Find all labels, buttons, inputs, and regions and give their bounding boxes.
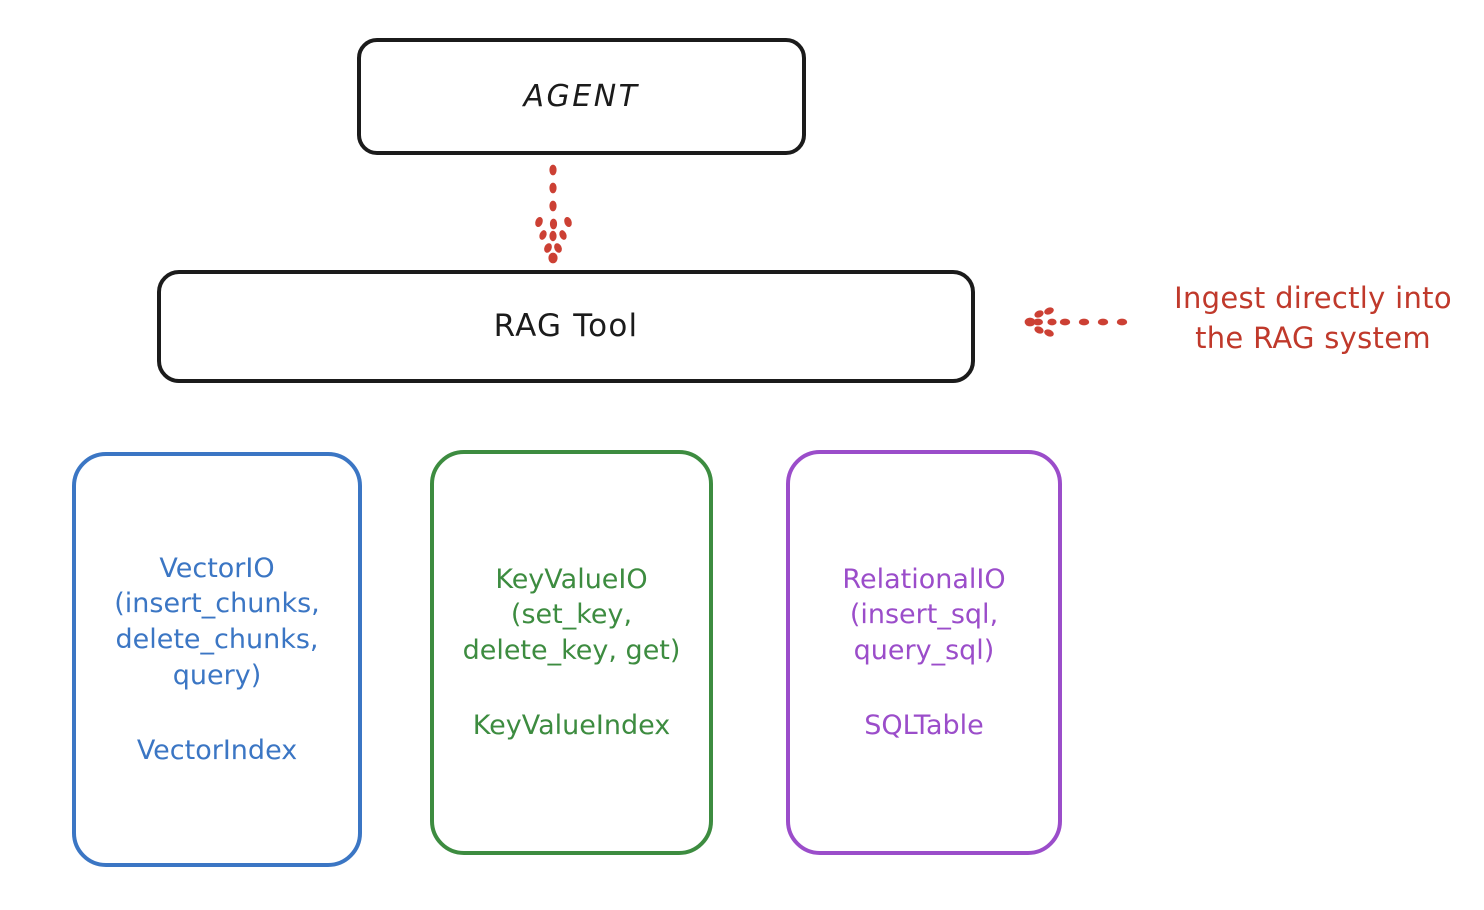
node-vector-io[interactable]: VectorIO (insert_chunks, delete_chunks, … xyxy=(72,452,362,867)
node-vector-io-api-label: VectorIO (insert_chunks, delete_chunks, … xyxy=(114,552,320,691)
node-key-value-io-index-label: KeyValueIndex xyxy=(472,710,671,742)
node-rag-tool[interactable]: RAG Tool xyxy=(157,270,975,383)
ingest-annotation-label: Ingest directly into the RAG system xyxy=(1174,281,1452,356)
node-relational-io-index-label: SQLTable xyxy=(864,710,984,742)
node-key-value-io[interactable]: KeyValueIO (set_key, delete_key, get) Ke… xyxy=(430,450,713,855)
node-rag-tool-label: RAG Tool xyxy=(493,308,639,345)
node-key-value-io-api-label: KeyValueIO (set_key, delete_key, get) xyxy=(462,563,681,666)
node-relational-io-api-label: RelationalIO (insert_sql, query_sql) xyxy=(842,563,1006,666)
node-agent[interactable]: AGENT xyxy=(357,38,806,155)
node-vector-io-index-label: VectorIndex xyxy=(136,735,298,767)
node-agent-label: AGENT xyxy=(523,79,640,114)
agent-to-rag-tool-arrow xyxy=(535,164,572,264)
node-relational-io[interactable]: RelationalIO (insert_sql, query_sql) SQL… xyxy=(786,450,1062,855)
ingest-pointer-arrow xyxy=(1024,307,1128,337)
